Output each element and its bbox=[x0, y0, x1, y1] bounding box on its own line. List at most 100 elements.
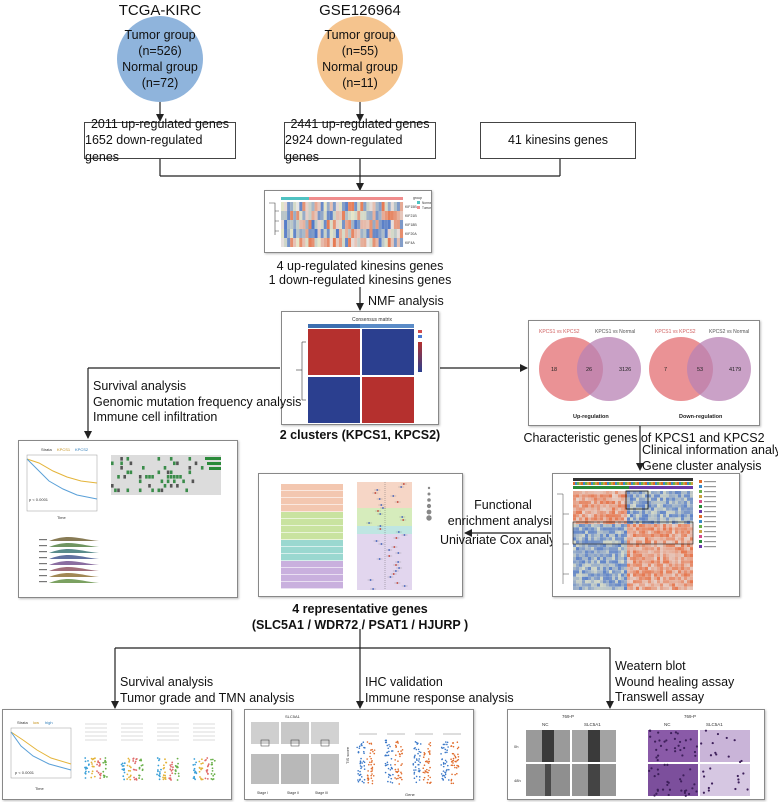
transwell-cell-title: 769-P bbox=[684, 714, 696, 719]
right-branch-analyses: Clinical information analysis Gene clust… bbox=[642, 443, 778, 474]
survival-strata-b: KPCS2 bbox=[75, 447, 89, 452]
tcga-up-genes: 2011 up-regulated genes bbox=[90, 117, 230, 132]
gse-line-2: (n=55) bbox=[341, 43, 379, 58]
heatmap-caption-2: 1 down-regulated kinesins genes bbox=[268, 273, 452, 287]
survival-pval: p < 0.0001 bbox=[29, 497, 49, 502]
enrichment-bar bbox=[281, 526, 343, 533]
bp1-xlabel: Time bbox=[35, 786, 45, 791]
venn-down-middle-count: 53 bbox=[697, 367, 703, 373]
bp1-strata-b: high bbox=[45, 720, 53, 725]
kinesins-genes: 41 kinesins genes bbox=[507, 133, 609, 148]
heatmap-legend-item: Normal bbox=[422, 201, 432, 205]
gse-line-3: Normal group bbox=[322, 60, 398, 74]
venn-down-left-count: 7 bbox=[664, 367, 667, 373]
gse-deg-box: 2441 up-regulated genes 2924 down-regula… bbox=[284, 117, 436, 164]
gene-cluster-panel bbox=[552, 473, 740, 597]
venn-down-right-count: 4179 bbox=[729, 367, 741, 373]
heatmap-gene-label: KIF15B bbox=[405, 205, 417, 209]
immune-infiltration-label: Immune cell infiltration bbox=[93, 410, 218, 425]
genes-caption-2: (SLC5A1 / WDR72 / PSAT1 / HJURP ) bbox=[251, 617, 469, 632]
venn-panel: KPCS1 vs KPCS2 KPCS1 vs Normal 18 26 312… bbox=[528, 320, 760, 426]
venn-down-right-label: KPCS2 vs Normal bbox=[709, 329, 749, 335]
heatmap-legend-swatch bbox=[417, 206, 420, 209]
genes-caption-1: 4 representative genes bbox=[292, 602, 428, 616]
venn-diagrams: KPCS1 vs KPCS2 KPCS1 vs Normal 18 26 312… bbox=[539, 329, 751, 420]
venn-up-left-label: KPCS1 vs KPCS2 bbox=[539, 329, 580, 335]
functional-line-2: enrichment analysis bbox=[447, 513, 559, 528]
enrichment-bar bbox=[281, 575, 343, 582]
heatmap-caption-1: 4 up-regulated kinesins genes bbox=[276, 259, 444, 273]
gse-line-4: (n=11) bbox=[342, 76, 378, 91]
wound-row-48h: 48h bbox=[514, 778, 521, 783]
survival-grade-panel: Strata low high p < 0.0001 Time bbox=[2, 709, 232, 800]
enrichment-bar bbox=[281, 505, 343, 512]
enrichment-bar bbox=[281, 568, 343, 575]
kinesins-box: 41 kinesins genes bbox=[480, 122, 636, 159]
tcga-line-4: (n=72) bbox=[141, 76, 179, 91]
ihc-validation-label: IHC validation bbox=[365, 675, 443, 689]
venn-down-caption: Down-regulation bbox=[679, 414, 723, 420]
wound-row-0h: 0h bbox=[514, 744, 518, 749]
enrichment-bar bbox=[281, 554, 343, 561]
tcga-circle: Tumor group (n=526) Normal group (n=72) bbox=[117, 16, 203, 102]
bottom-survival-label: Survival analysis bbox=[120, 675, 214, 689]
functional-label: Functional enrichment analysis bbox=[444, 498, 562, 529]
enrichment-bar bbox=[281, 491, 343, 498]
scatter-xlabel: Gene bbox=[405, 792, 416, 797]
bottom-left-labels: Survival analysis Tumor grade and TMN an… bbox=[120, 675, 294, 706]
kinesin-heatmap: KIF15BKIF21BKIF18BKIF20AKIF4AgroupNormal… bbox=[269, 196, 432, 247]
western-blot-label: Weatern blot bbox=[615, 659, 686, 673]
immune-response-label: Immune response analysis bbox=[365, 690, 514, 705]
transwell-col-nc: NC bbox=[664, 722, 671, 727]
enrichment-bar bbox=[281, 498, 343, 505]
survival-mutation-panel: p < 0.0001 Strata KPCS1 KPCS2 Time bbox=[18, 440, 238, 598]
heatmap-group-bar bbox=[281, 197, 403, 200]
ihc-stage-2: Stage II bbox=[287, 791, 299, 795]
wound-col-nc: NC bbox=[542, 722, 549, 727]
enrichment-figure bbox=[281, 482, 432, 590]
wound-cell-title: 769-P bbox=[562, 714, 574, 719]
tumor-grade-label: Tumor grade and TMN analysis bbox=[120, 690, 295, 705]
venn-up-middle-count: 26 bbox=[586, 367, 592, 373]
consensus-matrix: Consensus matrix bbox=[296, 317, 422, 423]
ihc-stage-1: Stage I bbox=[257, 791, 268, 795]
consensus-matrix-panel: Consensus matrix bbox=[281, 311, 439, 425]
transwell-col-slc: SLC5A1 bbox=[706, 722, 723, 727]
dataset-title-tcga: TCGA-KIRC bbox=[118, 2, 202, 19]
gse-line-1: Tumor group bbox=[324, 27, 396, 42]
bp1-legend: Strata bbox=[17, 720, 28, 725]
heatmap-dendrogram bbox=[269, 202, 279, 235]
survival-strata-a: KPCS1 bbox=[57, 447, 71, 452]
survival-xlabel: Time bbox=[57, 515, 67, 520]
venn-up-right-label: KPCS1 vs Normal bbox=[595, 329, 635, 335]
heatmap-legend-title: group bbox=[413, 196, 422, 200]
survival-mutation-figure: p < 0.0001 Strata KPCS1 KPCS2 Time bbox=[26, 447, 221, 583]
enrichment-bar bbox=[281, 533, 343, 540]
survival-legend: Strata bbox=[41, 447, 52, 452]
cell-assay-figure: 769-P NC SLC5A1 0h 48h 769-P NC SLC5A1 bbox=[514, 714, 750, 797]
transwell-label: Transwell assay bbox=[615, 690, 705, 705]
bottom-right-labels: Weatern blot Wound healing assay Transwe… bbox=[615, 659, 734, 706]
bottom-middle-labels: IHC validation Immune response analysis bbox=[365, 675, 514, 706]
enrichment-bar bbox=[281, 512, 343, 519]
gene-cluster-heatmap bbox=[557, 478, 716, 590]
genes-caption: 4 representative genes (SLC5A1 / WDR72 /… bbox=[215, 602, 505, 633]
enrichment-bar bbox=[281, 540, 343, 547]
ihc-figure: SLC5A1 Stage I Stage II Stage III Gene T… bbox=[251, 714, 461, 797]
consensus-title: Consensus matrix bbox=[352, 317, 393, 323]
wound-healing-label: Wound healing assay bbox=[615, 674, 735, 689]
heatmap-gene-label: KIF20A bbox=[405, 232, 417, 236]
venn-down-left-label: KPCS1 vs KPCS2 bbox=[655, 329, 696, 335]
venn-up-right-count: 3126 bbox=[619, 367, 631, 373]
bp1-pval: p < 0.0001 bbox=[15, 770, 35, 775]
heatmap-gene-label: KIF21B bbox=[405, 214, 417, 218]
nmf-label: NMF analysis bbox=[368, 294, 444, 308]
mutation-frequency-label: Genomic mutation frequency analysis bbox=[93, 394, 302, 409]
clusters-caption: 2 clusters (KPCS1, KPCS2) bbox=[279, 428, 441, 442]
ihc-stage-3: Stage III bbox=[315, 791, 328, 795]
enrichment-bar bbox=[281, 484, 343, 491]
enrichment-panel bbox=[258, 473, 463, 597]
venn-caption: Characteristic genes of KPCS1 and KPCS2 bbox=[523, 431, 765, 445]
